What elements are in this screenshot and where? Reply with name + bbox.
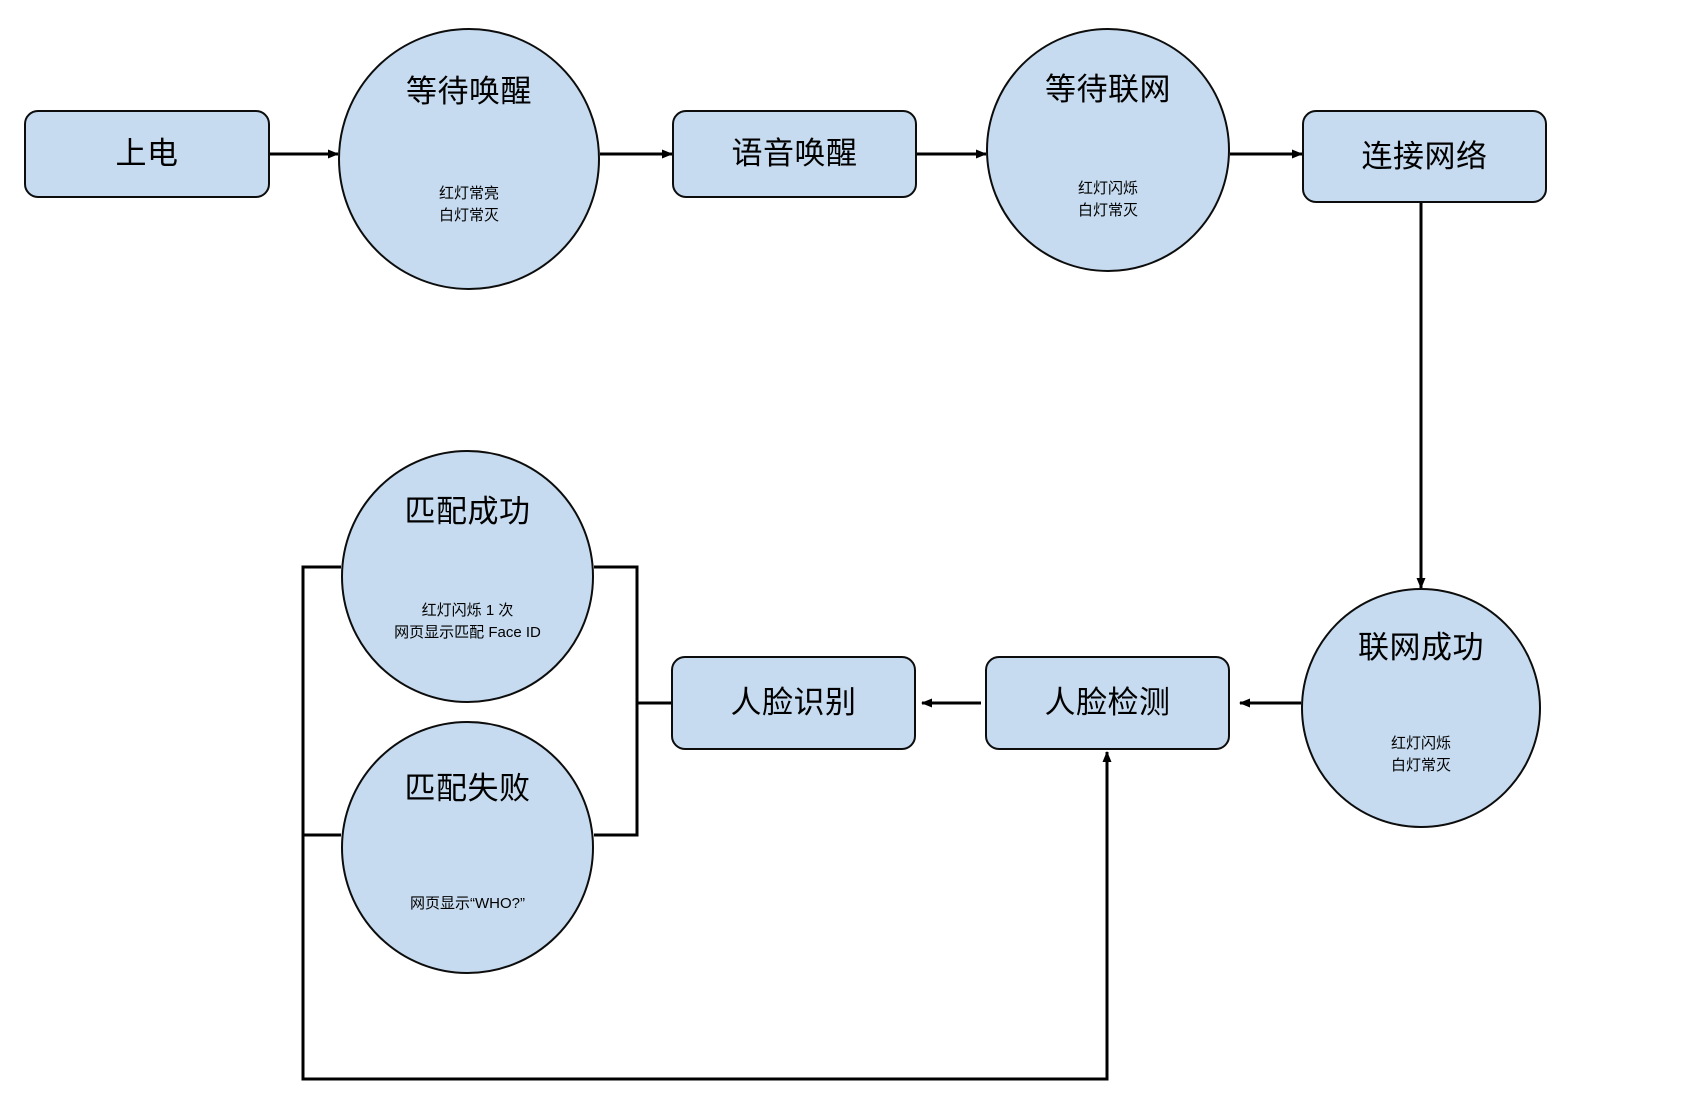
node-network-success-sub: 红灯闪烁 白灯常灭 [1390, 735, 1451, 774]
node-wait-network-sub: 红灯闪烁 白灯常灭 [1077, 180, 1138, 219]
node-power-on[interactable]: 上电 [24, 110, 270, 198]
node-wait-wakeup-label: 等待唤醒 [406, 74, 532, 109]
node-voice-wakeup[interactable]: 语音唤醒 [672, 110, 917, 198]
node-wait-network[interactable]: 等待联网 红灯闪烁 白灯常灭 [986, 28, 1230, 272]
node-wait-wakeup-sub: 红灯常亮 白灯常灭 [438, 185, 499, 224]
node-network-success-label: 联网成功 [1358, 630, 1484, 665]
node-match-success[interactable]: 匹配成功 红灯闪烁 1 次 网页显示匹配 Face ID [341, 450, 594, 703]
node-match-fail-label: 匹配失败 [404, 771, 531, 806]
node-power-on-label: 上电 [115, 136, 179, 172]
edge-face-recognize-to-match-fail [594, 703, 639, 837]
edge-face-recognize-to-match-branch [594, 565, 671, 705]
node-match-fail-sub: 网页显示“WHO?” [410, 895, 525, 912]
node-network-success[interactable]: 联网成功 红灯闪烁 白灯常灭 [1301, 588, 1541, 828]
node-wait-network-label: 等待联网 [1045, 72, 1171, 107]
node-face-recognize[interactable]: 人脸识别 [671, 656, 916, 750]
node-match-success-sub: 红灯闪烁 1 次 网页显示匹配 Face ID [394, 602, 541, 641]
edge-match-circles-left-bracket [301, 565, 341, 837]
node-match-fail[interactable]: 匹配失败 网页显示“WHO?” [341, 721, 594, 974]
node-voice-wakeup-label: 语音唤醒 [731, 136, 858, 172]
node-connect-network-label: 连接网络 [1361, 138, 1488, 174]
node-face-recognize-label: 人脸识别 [730, 685, 857, 721]
node-face-detect[interactable]: 人脸检测 [985, 656, 1230, 750]
node-face-detect-label: 人脸检测 [1044, 685, 1171, 721]
node-wait-wakeup[interactable]: 等待唤醒 红灯常亮 白灯常灭 [338, 28, 600, 290]
node-match-success-label: 匹配成功 [404, 494, 531, 529]
node-connect-network[interactable]: 连接网络 [1302, 110, 1547, 203]
